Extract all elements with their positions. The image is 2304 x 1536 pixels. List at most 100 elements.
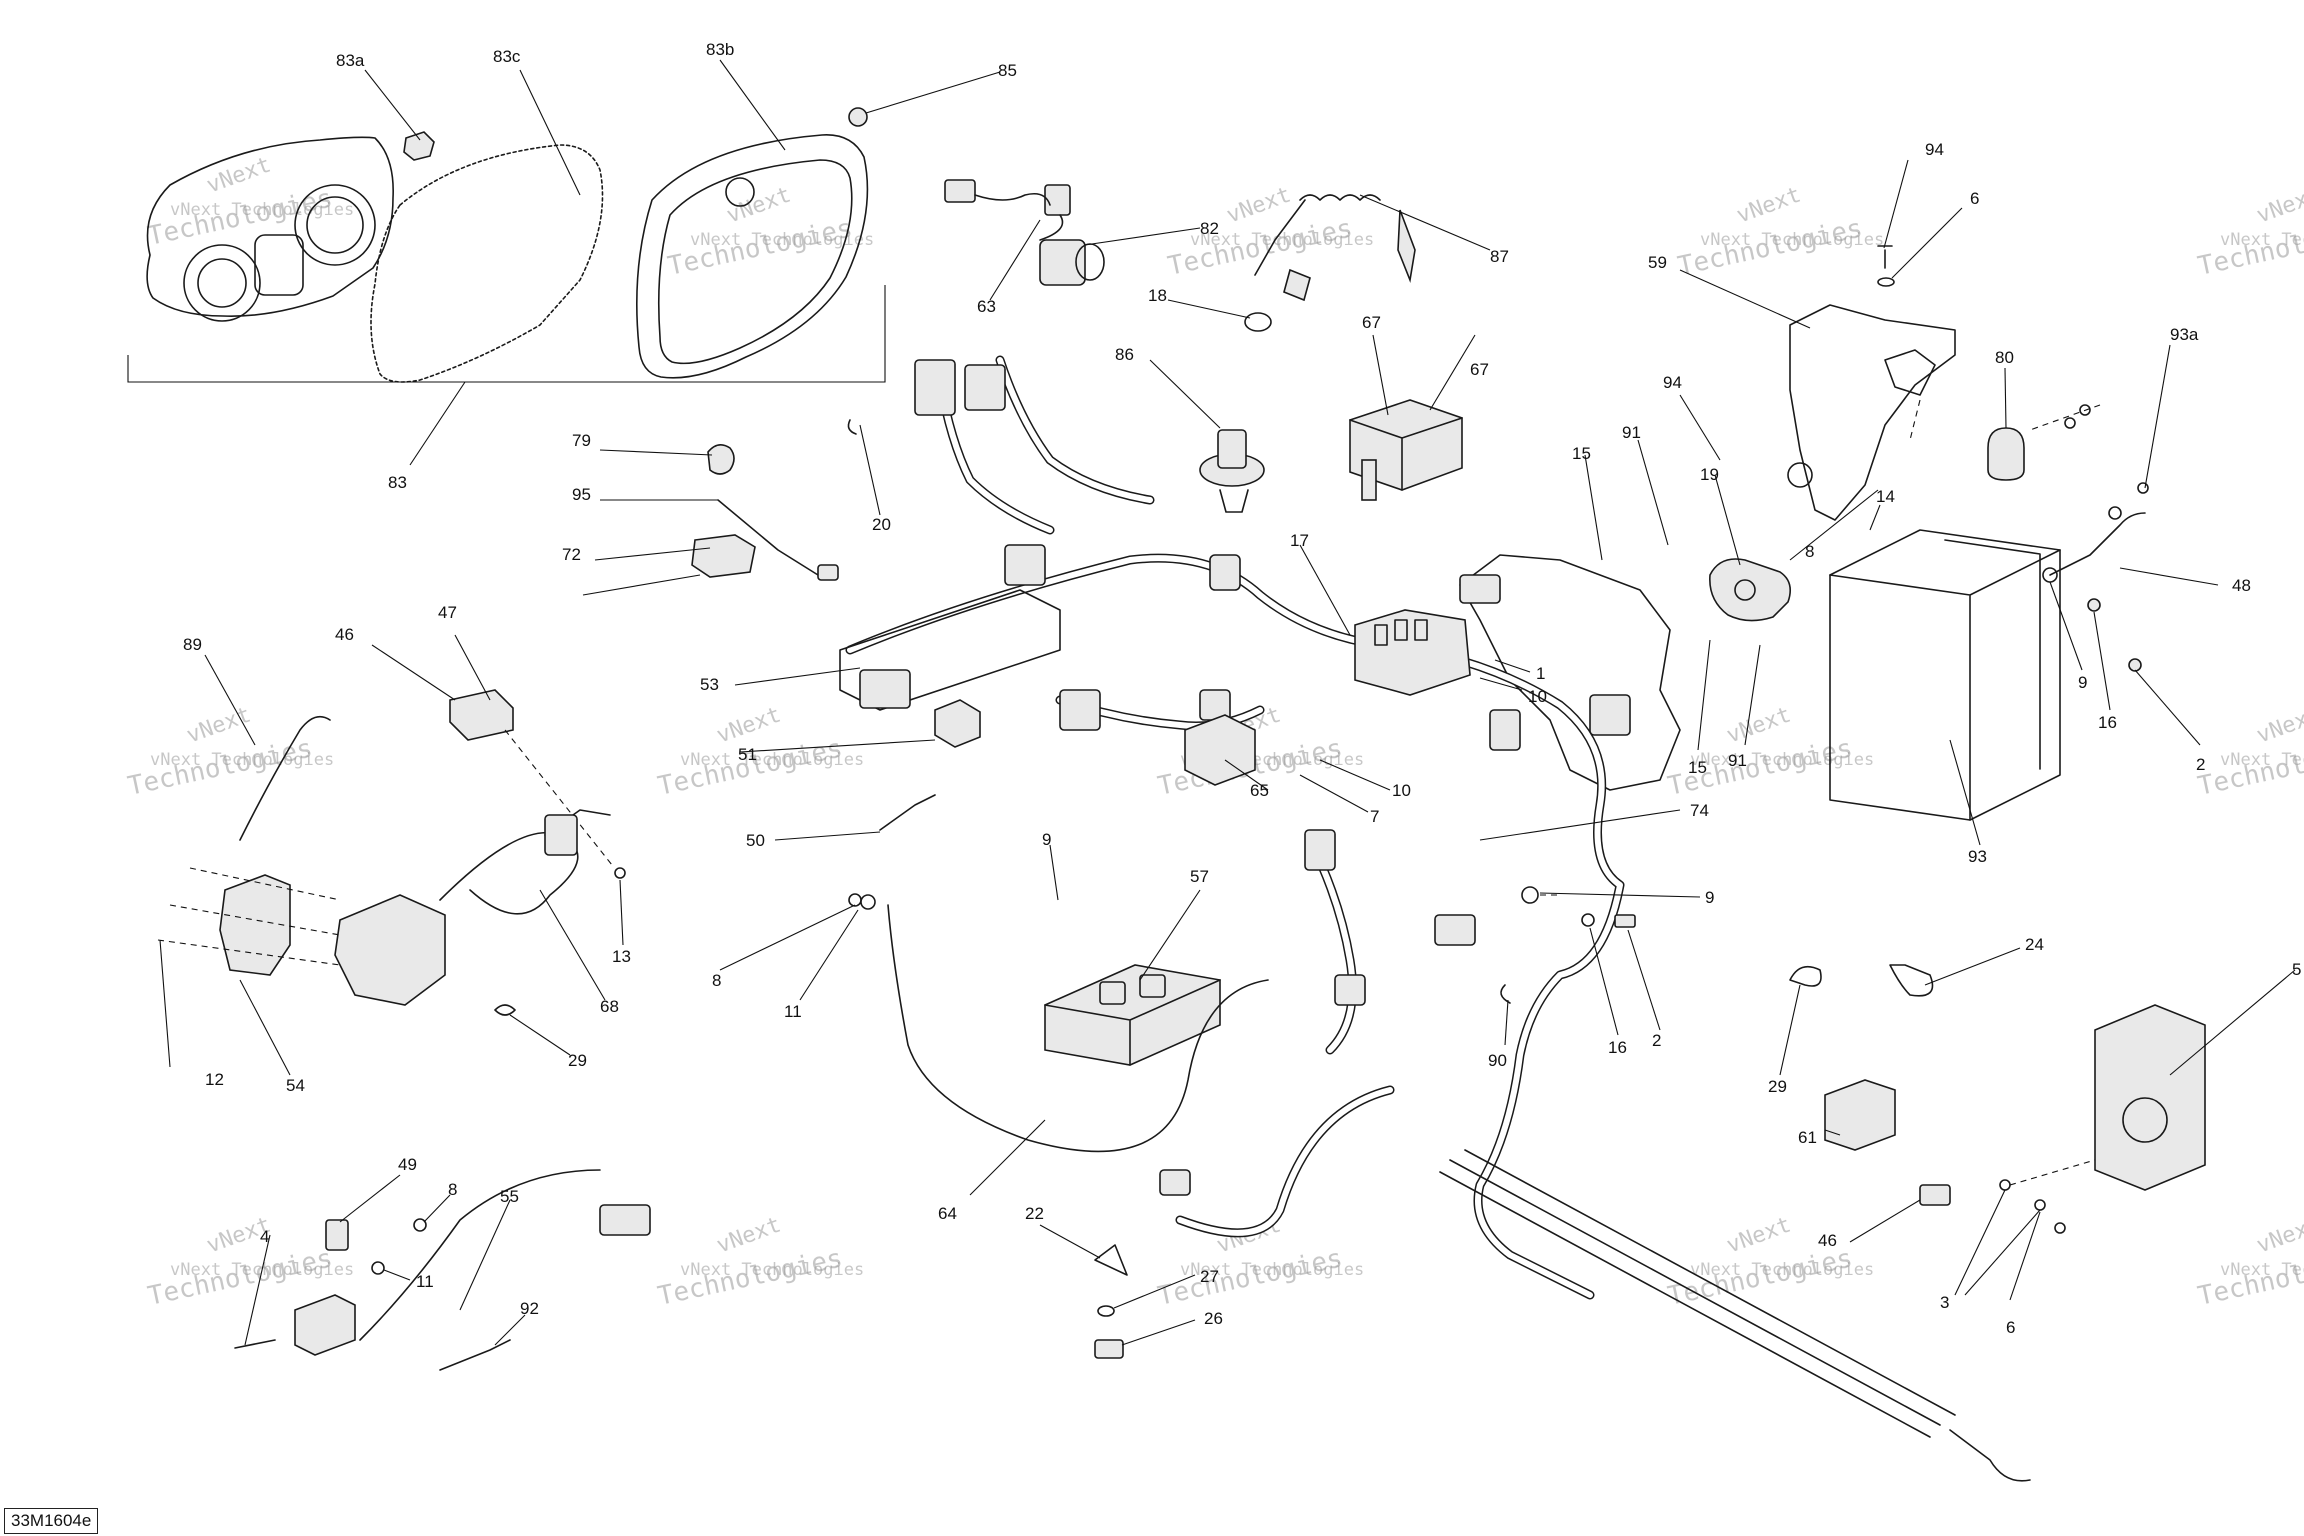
battery-93 xyxy=(1829,529,2061,821)
battery-cable-48 xyxy=(2049,512,2146,576)
harness-branch-4-core xyxy=(1307,837,1356,1053)
harness-connector-b xyxy=(964,364,1006,411)
callout-46a: 46 xyxy=(335,625,354,644)
callout-83b: 83b xyxy=(706,40,734,59)
callout-86: 86 xyxy=(1115,345,1134,364)
tray-strap xyxy=(1439,1149,1956,1438)
callout-22: 22 xyxy=(1025,1204,1044,1223)
cluster-bezel-83b xyxy=(636,134,869,379)
bolt-93a xyxy=(2079,404,2091,416)
watermark-badge: vNext xyxy=(2254,182,2304,228)
fuse-connector xyxy=(1459,574,1501,604)
lanyard-post xyxy=(1283,268,1311,302)
ignition-switch-body xyxy=(1039,239,1086,286)
callout-16a: 16 xyxy=(2098,713,2117,732)
callout-7: 7 xyxy=(1370,807,1379,826)
bolt-3a xyxy=(1999,1179,2011,1191)
bolt-2 xyxy=(2128,658,2142,672)
sensor-54-housing xyxy=(334,894,446,1006)
solenoid-terminal xyxy=(1734,579,1756,601)
fuse-box-frame xyxy=(1459,554,1681,791)
dash-12b xyxy=(169,904,341,936)
callout-47: 47 xyxy=(438,603,457,622)
terminal-cap-80 xyxy=(1987,427,2025,481)
harness-branch-2-core xyxy=(997,357,1153,503)
watermark-badge: vNext xyxy=(1734,182,1805,228)
diagram-code: 33M1604e xyxy=(4,1508,99,1534)
callout-93: 93 xyxy=(1968,847,1987,866)
harness-connector-g xyxy=(1304,829,1336,871)
callout-50: 50 xyxy=(746,831,765,850)
cluster-clip-83a xyxy=(403,131,435,161)
post-body xyxy=(1217,429,1247,469)
nut-11 xyxy=(860,894,876,910)
callout-51: 51 xyxy=(738,745,757,764)
fuse-block-17 xyxy=(1354,609,1471,696)
clip-22 xyxy=(1094,1244,1128,1276)
harness-connector-a xyxy=(914,359,956,416)
post-tail xyxy=(1219,489,1249,513)
harness-connector-k xyxy=(1159,1169,1191,1196)
dess-post-86 xyxy=(1199,429,1265,513)
main-wiring-harness-74 xyxy=(845,355,1625,1300)
harness-connector-d xyxy=(1209,554,1241,591)
actuator-5 xyxy=(2094,1004,2206,1191)
watermark-badge: vNext xyxy=(204,152,275,198)
callout-8a: 8 xyxy=(1805,542,1814,561)
battery-edges xyxy=(1829,549,2061,821)
hose-92 xyxy=(439,1339,511,1371)
fuse-3 xyxy=(1414,619,1428,641)
callout-94b: 94 xyxy=(1663,373,1682,392)
ecm-body xyxy=(1044,964,1221,1066)
watermark-line: vNext Technologies xyxy=(1690,1260,1874,1280)
callout-11b: 11 xyxy=(416,1272,434,1291)
module-body xyxy=(839,589,1061,711)
clip-20 xyxy=(847,419,857,435)
callout-18: 18 xyxy=(1148,286,1167,305)
callout-67a: 67 xyxy=(1362,313,1381,332)
callout-80: 80 xyxy=(1995,348,2014,367)
bolt-2-mid xyxy=(1614,914,1636,928)
bracket-hole xyxy=(1787,462,1813,488)
callout-8c: 8 xyxy=(448,1180,457,1199)
watermark-badge: vNext xyxy=(714,702,785,748)
instrument-cluster-body xyxy=(146,136,394,317)
watermark-badge: vNext xyxy=(1724,702,1795,748)
relay-67 xyxy=(1349,399,1463,501)
cluster-display xyxy=(254,234,304,296)
watermark-line-large: Technologies xyxy=(2195,1243,2304,1311)
speedometer-dial xyxy=(294,184,376,266)
callout-91a: 91 xyxy=(1622,423,1641,442)
callout-29a: 29 xyxy=(568,1051,587,1070)
harness-connector-j xyxy=(1334,974,1366,1006)
callout-87: 87 xyxy=(1490,247,1509,266)
watermark-line: vNext Technologies xyxy=(150,750,334,770)
solenoid-body xyxy=(1709,558,1791,622)
callout-83: 83 xyxy=(388,473,407,492)
watermark-badge: vNext xyxy=(1724,1212,1795,1258)
callout-15a: 15 xyxy=(1572,444,1591,463)
ecm-57 xyxy=(1044,964,1221,1066)
watermark-line-large: Technologies xyxy=(145,1243,335,1311)
watermark-line-large: Technologies xyxy=(125,733,315,801)
watermark-line-large: Technologies xyxy=(655,1243,845,1311)
callout-16b: 16 xyxy=(1608,1038,1627,1057)
callout-68: 68 xyxy=(600,997,619,1016)
relay-46-small xyxy=(1919,1184,1951,1206)
callout-61: 61 xyxy=(1798,1128,1817,1147)
gauge-cluster-assembly xyxy=(127,131,886,383)
group-bracket-83 xyxy=(127,285,886,383)
callout-6b: 6 xyxy=(2006,1318,2015,1337)
harness-connector-c xyxy=(1004,544,1046,586)
callout-48: 48 xyxy=(2232,576,2251,595)
bolt-4 xyxy=(234,1339,276,1349)
bezel-hole xyxy=(725,177,755,207)
harness-55 xyxy=(359,1169,601,1341)
